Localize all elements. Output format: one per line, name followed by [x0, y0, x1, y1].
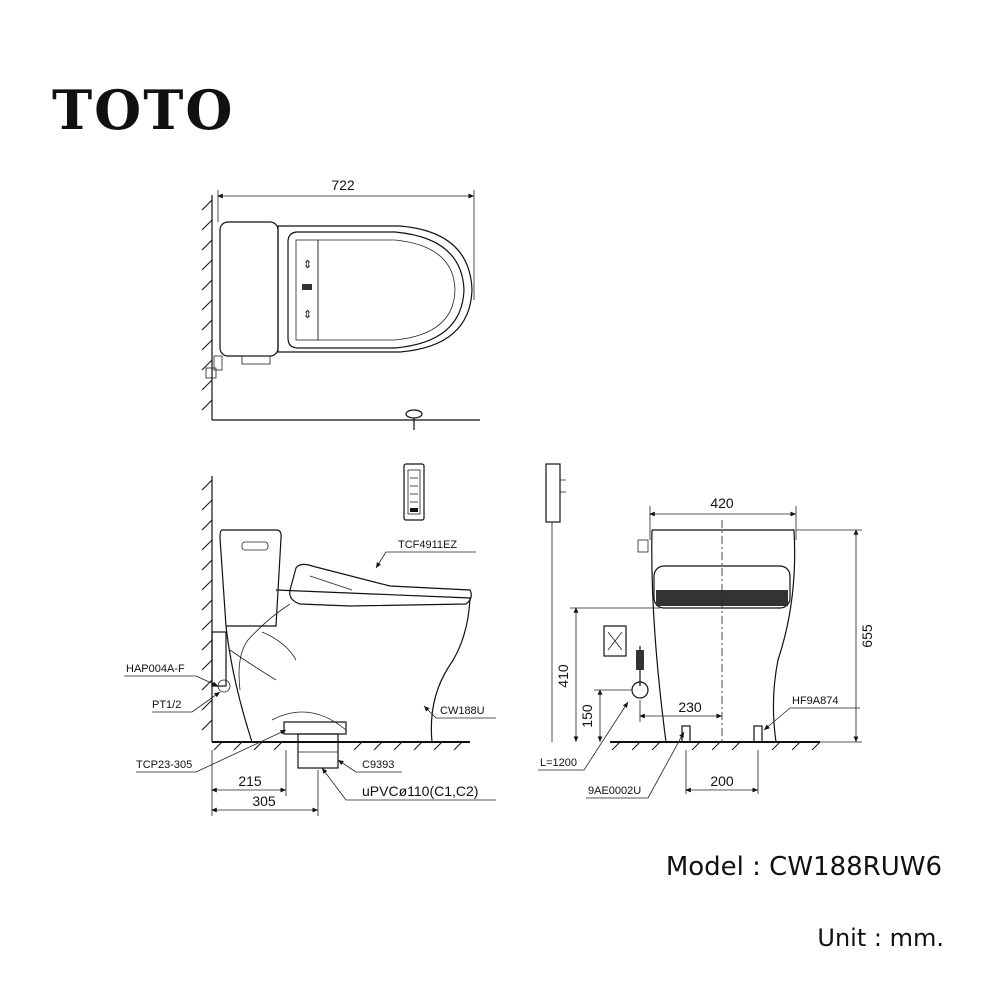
- flange-model-label: TCP23-305: [136, 759, 192, 771]
- cable-length-label: L=1200: [540, 757, 577, 769]
- bowl-front-outline: [652, 529, 796, 743]
- hose-model-label: 9AE0002U: [588, 785, 641, 797]
- wall-controller: [545, 463, 561, 523]
- fixing-bolt-right: [753, 725, 763, 743]
- svg-text:⇕: ⇕: [303, 309, 312, 321]
- bowl-model-label: CW188U: [440, 705, 485, 717]
- dim-305-label: 305: [252, 793, 276, 809]
- thread-size-label: PT1/2: [152, 699, 181, 711]
- pipe-spec-label: uPVCø110(C1,C2): [362, 783, 478, 799]
- top-view: 722 ⇕ ⇕: [201, 177, 480, 430]
- dim-215-label: 215: [238, 773, 262, 789]
- toto-logo: TOTO: [52, 78, 235, 142]
- dim-230-label: 230: [678, 699, 702, 715]
- bowl-top-outline: [277, 225, 473, 353]
- fixing-model-label: HF9A874: [792, 695, 838, 707]
- tank-side-outline: [219, 529, 282, 627]
- bowl-side-outline: [275, 589, 471, 743]
- model-number: Model : CW188RUW6: [665, 852, 942, 882]
- tank-top-outline: [219, 221, 279, 357]
- seat-model-label: TCF4911EZ: [398, 539, 457, 551]
- dim-420-label: 420: [710, 495, 734, 511]
- seat-control-panel: [295, 239, 319, 341]
- floor-hatching-front: [611, 741, 821, 751]
- svg-text:⇕: ⇕: [303, 259, 312, 271]
- wall-hatching-side: [201, 476, 213, 742]
- unit-label: Unit : mm.: [817, 924, 944, 952]
- drain-symbol-top: [405, 409, 423, 419]
- floor-flange: [283, 721, 347, 735]
- outlet-pipe: [297, 733, 339, 769]
- flush-lever: [241, 541, 269, 551]
- valve-model-label: HAP004A-F: [126, 663, 185, 675]
- dim-200-label: 200: [710, 773, 734, 789]
- valve-top: [205, 367, 217, 379]
- supply-valve-side: [211, 631, 227, 687]
- seat-side-outline: [289, 563, 472, 607]
- dim-722-label: 722: [331, 177, 355, 193]
- wall-hatching-top: [201, 195, 213, 420]
- dim-655-label: 655: [859, 624, 875, 648]
- floor-hatching-side: [213, 741, 463, 751]
- dim-410-label: 410: [555, 664, 571, 688]
- side-view: TCF4911EZ CW188U HAP004A-F PT1/2 TCP23-3…: [124, 463, 496, 816]
- supply-box-front: [603, 625, 627, 657]
- front-view: 420 655 410 150 230 200 HF9A874: [538, 463, 875, 799]
- remote-control: [403, 463, 425, 521]
- outlet-model-label: C9393: [362, 759, 394, 771]
- dim-150-label: 150: [579, 704, 595, 728]
